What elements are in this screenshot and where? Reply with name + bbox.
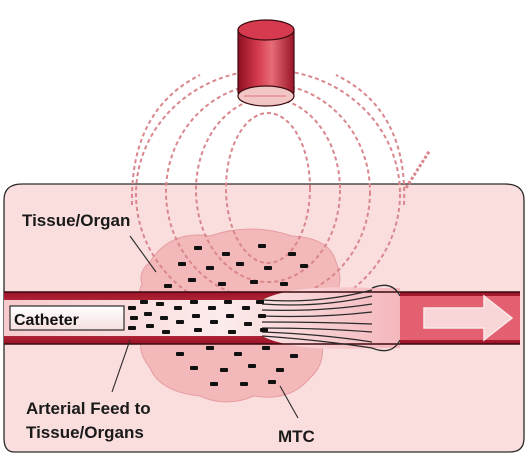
mtc-label: MTC [278, 427, 315, 446]
surface-marker [406, 150, 430, 188]
magnet-icon [238, 20, 294, 106]
catheter: Catheter [10, 306, 124, 330]
catheter-label: Catheter [14, 312, 79, 329]
arterial-feed-label-line2: Tissue/Organs [26, 423, 144, 442]
arterial-feed-label-line1: Arterial Feed to [26, 399, 151, 418]
tissue-organ-label: Tissue/Organ [22, 211, 130, 230]
